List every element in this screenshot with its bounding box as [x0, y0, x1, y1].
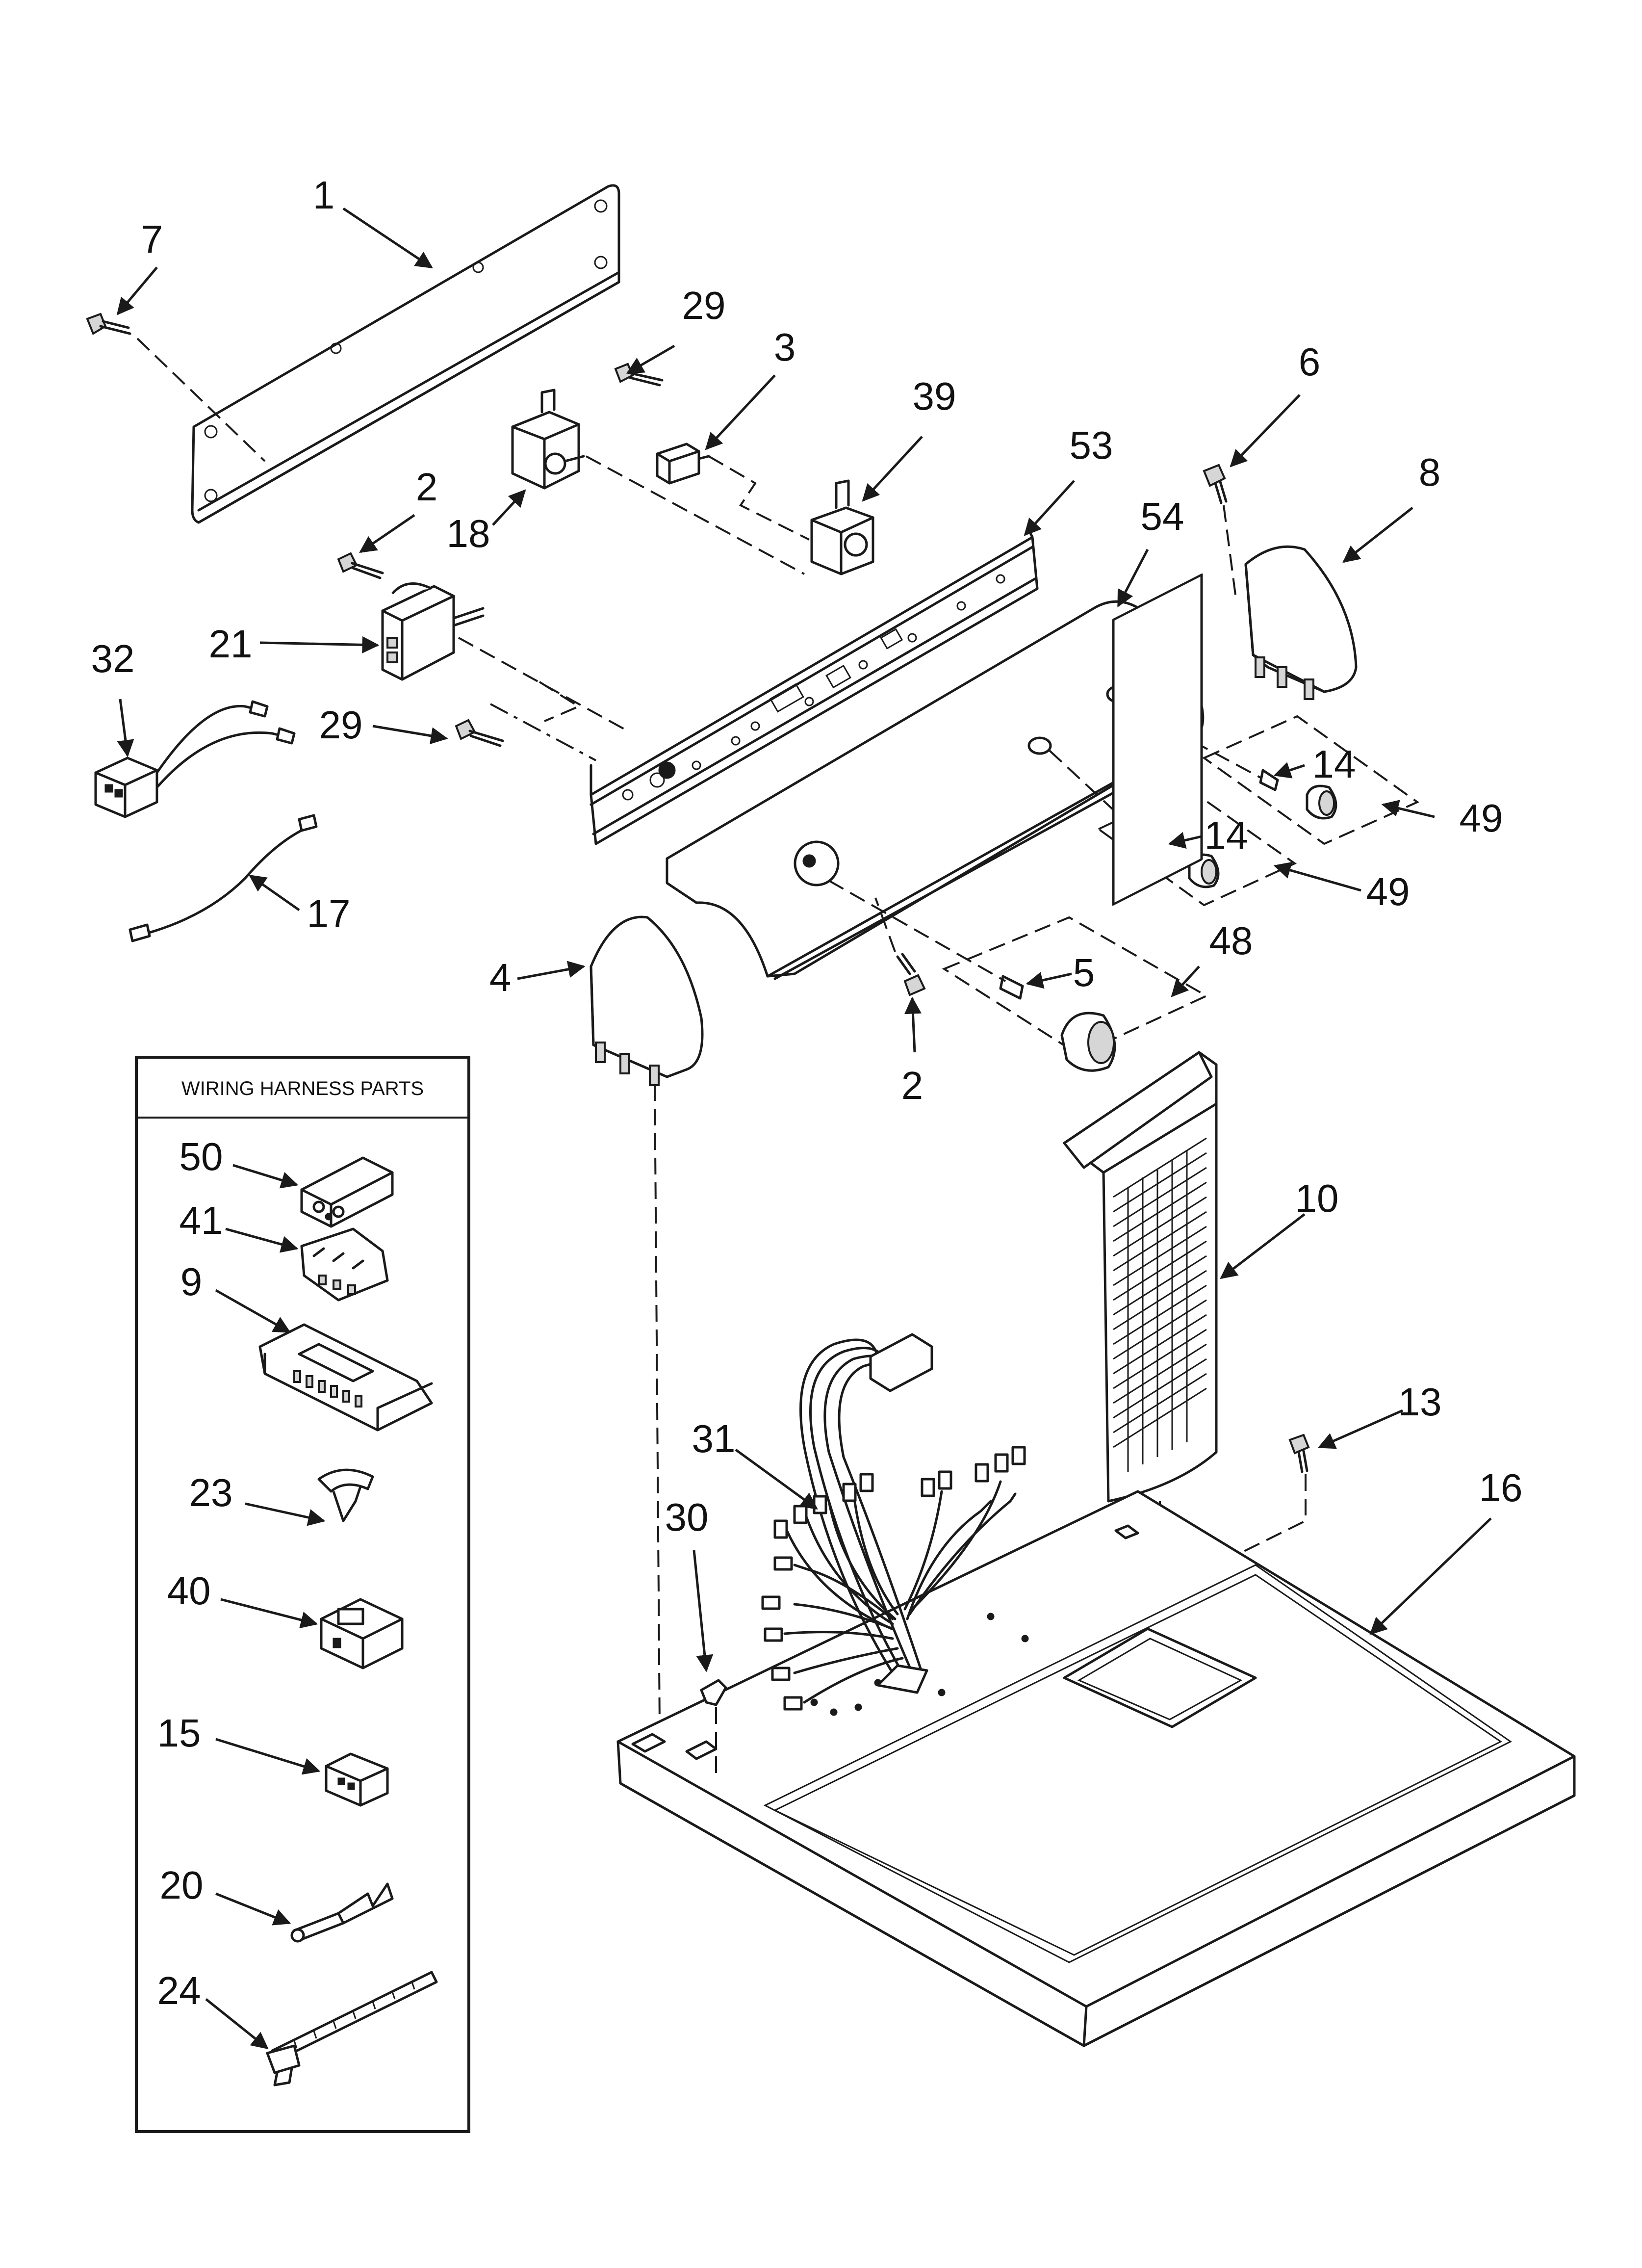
callout-7: 7 [141, 217, 163, 261]
callout-5: 5 [1073, 951, 1095, 994]
callout-13: 13 [1398, 1380, 1442, 1424]
callout-23: 23 [189, 1471, 233, 1514]
wiring-harness-box: WIRING HARNESS PARTS [135, 1056, 470, 2133]
part-9-block [258, 1323, 433, 1432]
callout-31: 31 [692, 1417, 736, 1460]
timer-part-21 [381, 582, 485, 681]
jumper-wire-part-17 [128, 814, 318, 942]
callout-29-lower: 29 [319, 703, 363, 747]
wire-harness-part-32 [94, 700, 296, 818]
part-24-cable-tie [266, 1971, 438, 2086]
bracket-holes [622, 574, 1005, 801]
part-50-plug [300, 1156, 394, 1228]
console-part-54 [666, 600, 1205, 980]
callout-6: 6 [1299, 340, 1321, 384]
switch-part-39 [810, 479, 874, 575]
callout-48: 48 [1209, 919, 1253, 963]
part-23-clip [317, 1468, 374, 1522]
callout-1: 1 [313, 173, 335, 217]
callout-4: 4 [489, 956, 512, 999]
part-41-connector [300, 1227, 389, 1302]
callout-49-upper: 49 [1460, 796, 1503, 840]
callout-14-upper: 14 [1312, 742, 1356, 786]
callout-21: 21 [209, 622, 253, 666]
callout-16: 16 [1479, 1466, 1523, 1510]
control-bracket-part-53 [590, 531, 1039, 845]
callout-14-lower: 14 [1205, 813, 1248, 857]
callout-arrows [116, 207, 1492, 2050]
callout-10: 10 [1295, 1176, 1339, 1220]
screw-part-29-lower [455, 719, 504, 747]
switch-part-18 [511, 389, 585, 490]
callout-41: 41 [180, 1199, 223, 1242]
screw-part-2-lower [874, 897, 926, 996]
callout-29-top: 29 [682, 284, 726, 327]
top-panel-part-16 [616, 1490, 1576, 2047]
knob-assembly-lower [828, 880, 1209, 1072]
part-15-housing [325, 1752, 389, 1807]
screw-part-6 [1203, 464, 1237, 599]
callout-24: 24 [157, 1969, 201, 2012]
end-cap-part-4 [590, 915, 704, 1727]
lint-screen-part-10 [1063, 573, 1218, 1634]
rear-panel-part-1 [191, 184, 620, 524]
harness-box-title: WIRING HARNESS PARTS [181, 1078, 424, 1099]
callout-2-lower: 2 [901, 1064, 924, 1107]
end-cap-part-8 [1244, 545, 1358, 700]
callout-32: 32 [91, 637, 135, 680]
clip-part-30 [700, 1679, 727, 1776]
callout-39: 39 [913, 374, 956, 418]
callout-18: 18 [447, 512, 490, 555]
screw-part-2-upper [337, 552, 384, 579]
callout-8: 8 [1419, 450, 1441, 494]
callout-2-upper: 2 [416, 465, 438, 509]
screw-part-7 [86, 313, 266, 462]
screw-part-29-top [614, 363, 664, 387]
main-harness-part-31 [761, 1333, 1026, 1711]
callout-20: 20 [160, 1863, 204, 1907]
harness-terminals [761, 1446, 1026, 1711]
callout-3: 3 [774, 325, 796, 369]
callout-49-lower: 49 [1366, 870, 1410, 913]
callout-9: 9 [180, 1260, 203, 1303]
part-20-terminal [290, 1882, 394, 1943]
callout-30: 30 [665, 1495, 709, 1539]
callout-50: 50 [180, 1135, 223, 1178]
callout-17: 17 [307, 892, 351, 936]
callout-numbers: 1 7 29 3 39 53 54 6 8 2 18 21 32 29 17 1… [91, 173, 1523, 2012]
callout-53: 53 [1070, 423, 1113, 467]
connector-part-3 [656, 443, 710, 485]
callout-40: 40 [167, 1569, 211, 1613]
callout-15: 15 [157, 1711, 201, 1755]
part-40-housing [320, 1598, 404, 1669]
callout-54: 54 [1141, 495, 1184, 538]
